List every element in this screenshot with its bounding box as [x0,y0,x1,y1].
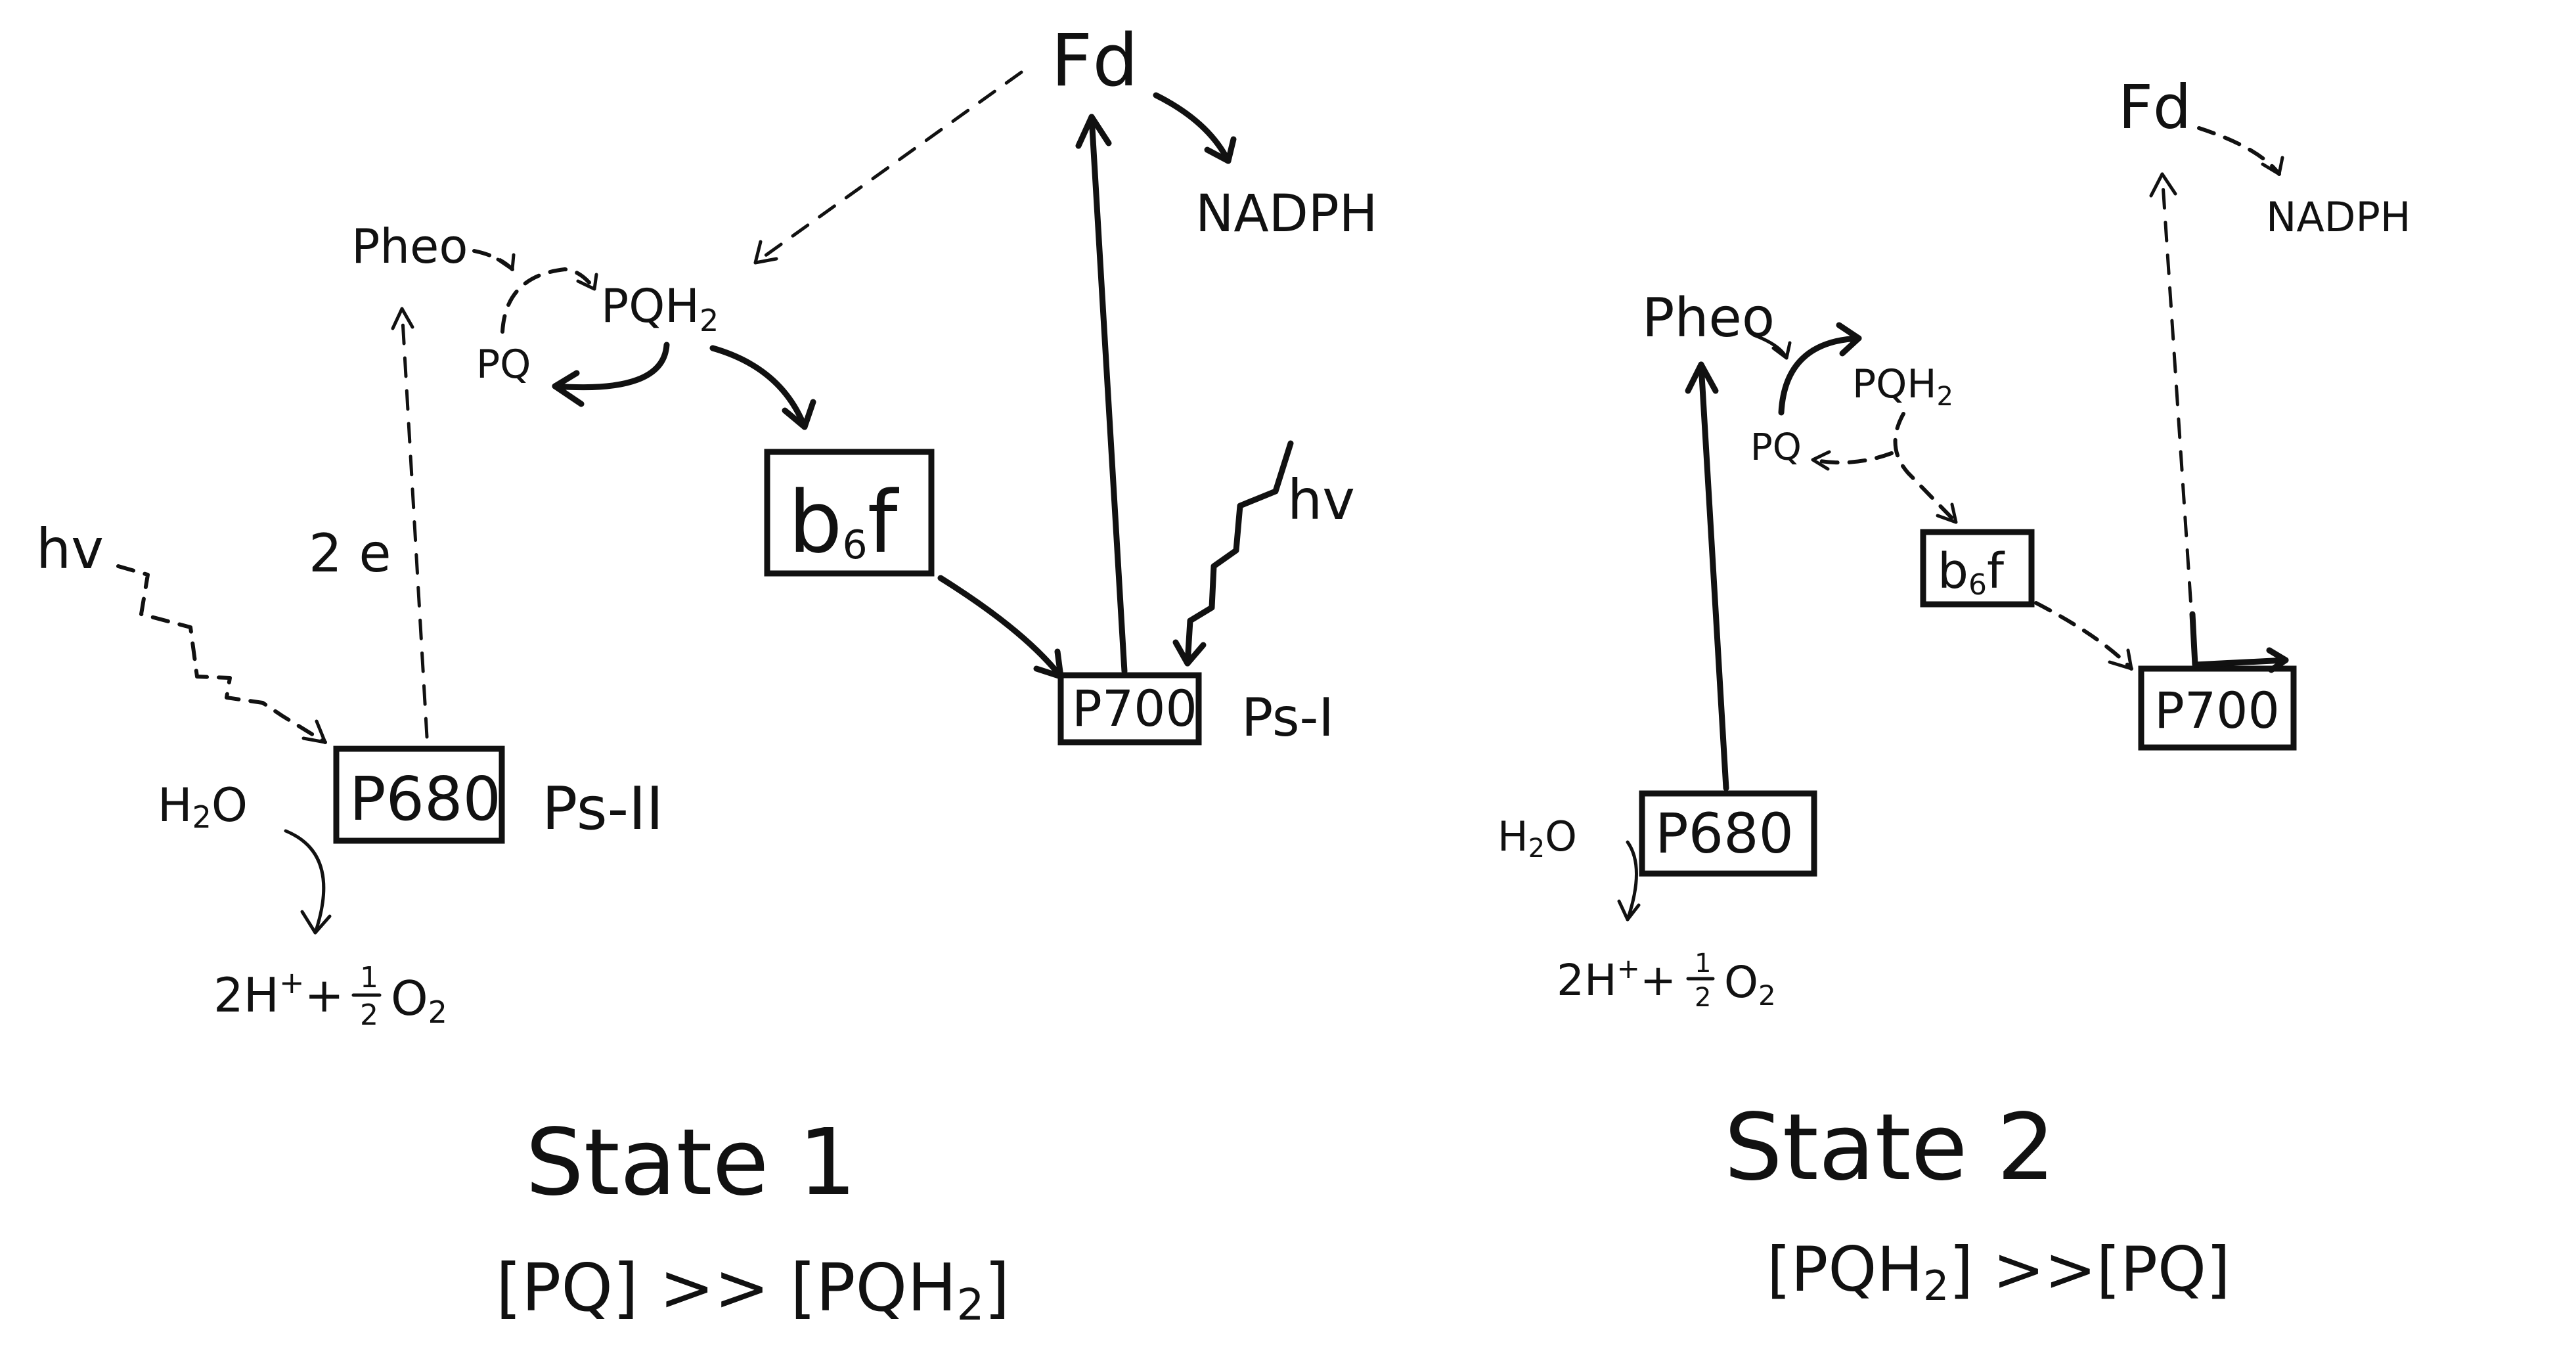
state1-arrow-p680-to-pheo [391,307,429,739]
state2-p700-entry-mark [2189,611,2289,668]
state1-half-numerator: 1 [360,961,378,994]
state2-arrow-pqh2-to-pq [1811,450,1894,471]
state1-title: State 1 [525,1109,856,1216]
state2-arrow-fd-to-nadph [2197,126,2284,176]
state1-arrow-pq-to-pqh2 [500,267,598,334]
state1-arrow-b6f-to-p700 [937,575,1064,680]
state1-arrow-pqh2-to-b6f [709,345,816,430]
state1-hv-left-label: hv [36,517,104,581]
state2-fd-label: Fd [2118,72,2191,143]
state1-b6f-label: b6f [788,472,900,572]
state2-b6f-label: b6f [1938,543,2005,602]
state2-arrow-p680-to-pheo [1685,361,1729,791]
state2-title: State 2 [1724,1094,2055,1201]
state1-arrow-hv-right [1172,440,1294,667]
state1-ps1-label: Ps-I [1241,687,1334,748]
state1-arrow-fd-to-pqh2 [753,70,1023,265]
state1-arrow-h2o-to-products [284,829,332,935]
state2-p700-entry-arrowhead [2266,647,2289,673]
state1-hv-right-label: hv [1287,468,1355,532]
state1-b6f-box [764,449,935,577]
state1-pq-label: PQ [476,342,531,388]
state1-ps2-label: Ps-II [542,774,663,843]
state-2-panel: Fd NADPH Pheo PQH2 PQ b6f P700 P680 H2O … [1498,72,2411,1310]
state2-arrow-pqh2-to-b6f [1893,412,1958,524]
state1-two-electron-label: 2 e [309,523,391,584]
state1-p700-box [1057,672,1202,746]
state1-pqh2-label: PQH2 [601,279,719,338]
state2-half-numerator: 1 [1695,948,1711,979]
state1-nadph-label: NADPH [1195,185,1377,244]
state1-p700-label: P700 [1072,679,1197,738]
state2-relation: [PQH2] >>[PQ] [1767,1234,2231,1310]
state2-products-label: 2H++ [1557,952,1676,1006]
state2-arrow-b6f-to-p700 [2034,601,2133,671]
state2-arrow-p700-to-fd [2149,172,2197,669]
state1-oxygen-label: O2 [391,971,447,1030]
state2-arrow-pq-to-pqh2 [1778,322,1862,416]
state1-products-label: 2H++ [213,965,344,1023]
state2-half-denominator: 2 [1695,983,1711,1013]
state1-h2o-label: H2O [158,778,248,835]
state2-oxygen-label: O2 [1724,957,1776,1012]
state-1-panel: Fd NADPH Pheo PQH2 PQ b6f P700 Ps-I P680… [36,18,1377,1330]
state2-p700-label: P700 [2154,681,2280,740]
state2-p680-box [1639,790,1817,877]
state2-b6f-box [1920,529,2035,608]
state1-arrow-p700-to-fd [1075,114,1128,675]
state2-arrow-pheo-to-pq [1752,333,1792,360]
state1-arrow-pqh2-to-pq [552,342,670,407]
state1-arrow-pheo-to-pqh2 [472,249,516,271]
state1-arrow-hv-left [116,564,327,744]
state1-pheo-label: Pheo [351,219,468,274]
state2-arrow-h2o-to-products [1617,840,1641,922]
state1-relation: [PQ] >> [PQH2] [496,1249,1010,1330]
state2-pq-label: PQ [1750,426,1802,469]
state2-pqh2-label: PQH2 [1852,361,1953,412]
state1-p680-box [333,746,505,844]
state2-p700-box [2138,665,2297,751]
state1-half-denominator: 2 [360,998,378,1032]
state2-nadph-label: NADPH [2266,193,2411,241]
state2-p680-label: P680 [1655,801,1794,866]
state2-pheo-label: Pheo [1642,287,1775,349]
state2-h2o-label: H2O [1498,813,1577,864]
state1-fd-label: Fd [1051,18,1138,102]
state1-arrow-fd-to-nadph [1153,92,1237,164]
state1-p680-label: P680 [349,764,501,834]
